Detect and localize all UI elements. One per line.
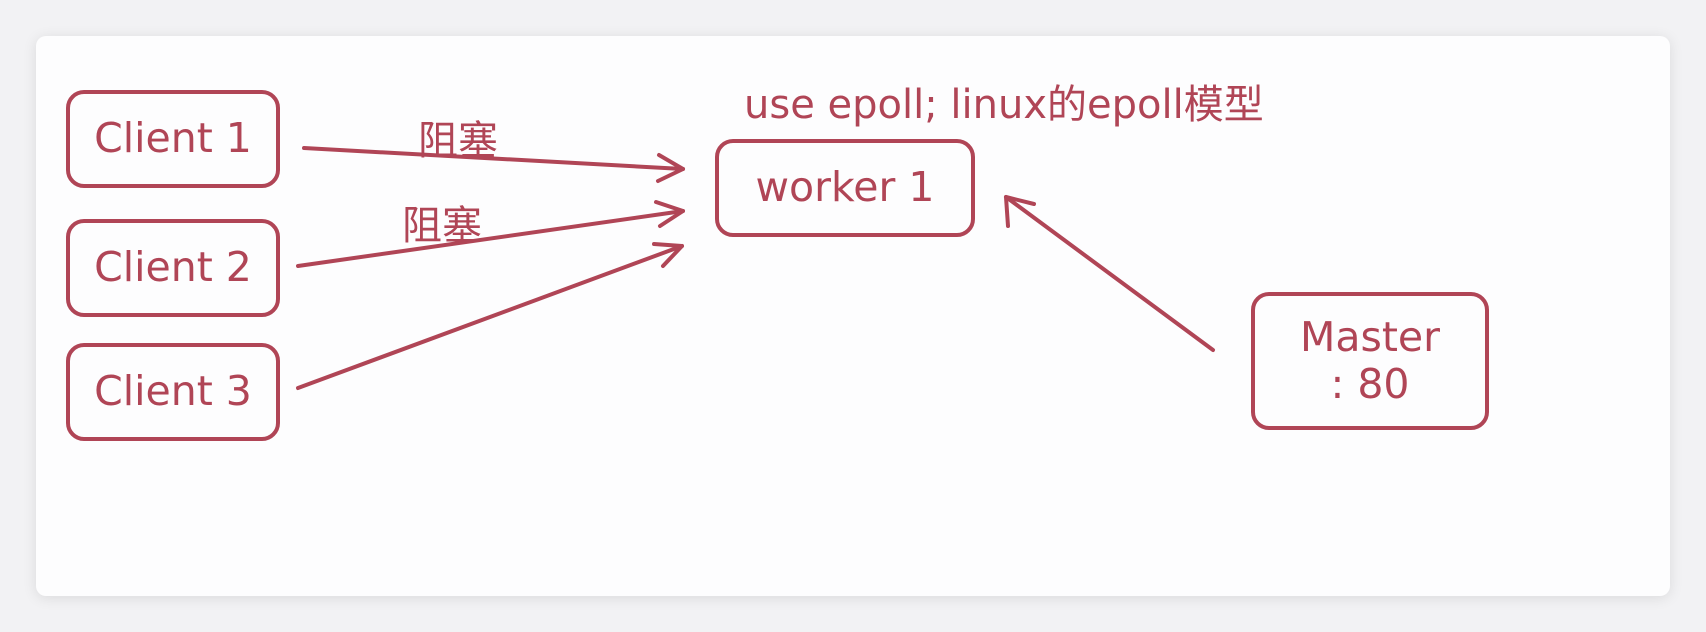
master-label: Master [1299, 312, 1441, 361]
client-1-node: Client 1 [66, 90, 280, 188]
worker-1-node: worker 1 [715, 139, 975, 237]
arrow-master-to-worker [1004, 195, 1215, 352]
client-2-node: Client 2 [66, 219, 280, 317]
arrow-client2-to-worker [296, 200, 685, 268]
arrow-client1-to-worker [302, 146, 685, 183]
client-3-node: Client 3 [66, 343, 280, 441]
connection-arrows [296, 146, 1215, 390]
diagram-title: use epoll; linux的epoll模型 [744, 82, 1264, 128]
master-port-label: : 80 [1330, 360, 1410, 408]
arrow-client3-to-worker [296, 242, 684, 390]
master-node: Master : 80 [1251, 292, 1489, 430]
diagram-canvas: use epoll; linux的epoll模型 Client 1 Client… [36, 36, 1670, 596]
